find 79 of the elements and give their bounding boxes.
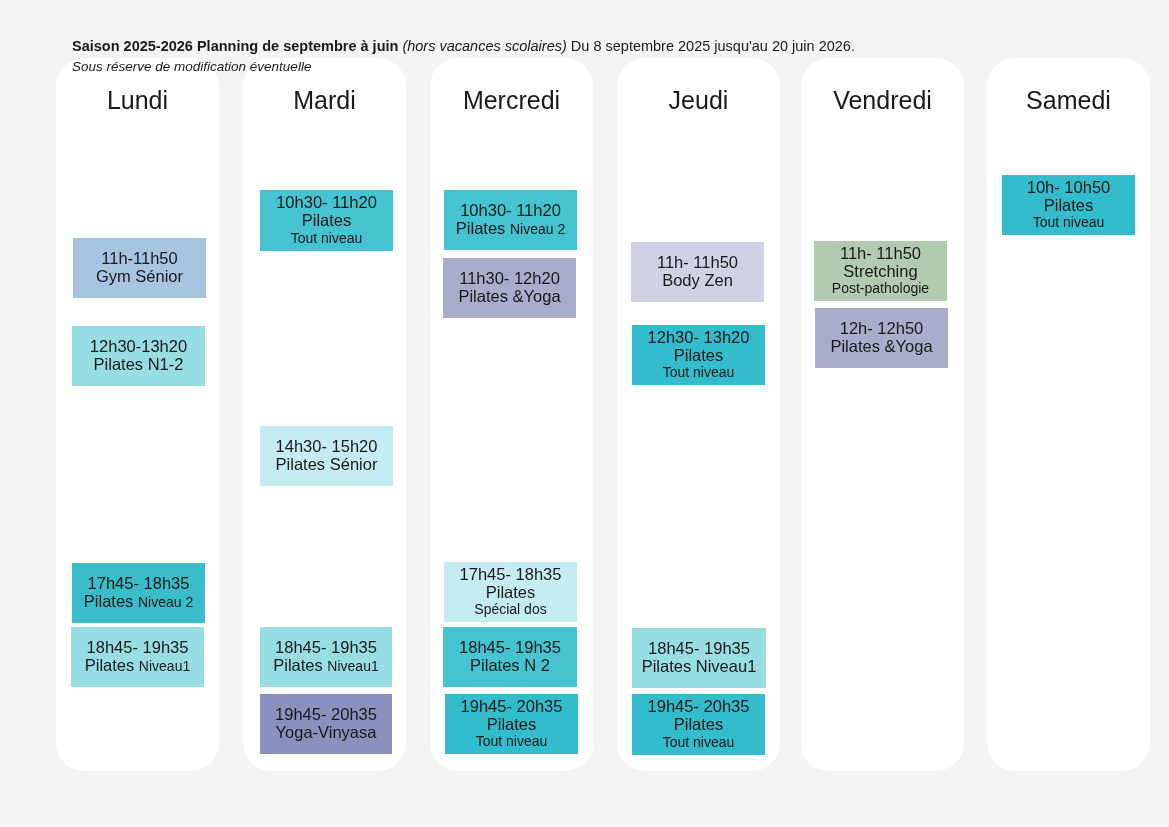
day-heading: Lundi bbox=[106, 86, 169, 115]
class-name: Pilates Niveau1 bbox=[273, 657, 379, 675]
class-time: 18h45- 19h35 bbox=[648, 640, 750, 658]
class-level: Tout niveau bbox=[662, 734, 735, 750]
class-level: Tout niveau bbox=[290, 230, 363, 246]
class-name: Pilates &Yoga bbox=[830, 338, 933, 356]
class-block bbox=[814, 241, 947, 301]
class-block bbox=[72, 326, 205, 386]
day-column bbox=[801, 58, 964, 771]
class-name: Pilates bbox=[673, 716, 724, 734]
class-level: Spécial dos bbox=[474, 602, 547, 618]
class-name: Yoga-Vinyasa bbox=[275, 724, 377, 742]
class-block bbox=[443, 258, 576, 318]
class-time: 18h45- 19h35 bbox=[459, 639, 561, 657]
class-block bbox=[1002, 175, 1135, 235]
class-block bbox=[815, 308, 948, 368]
class-name: Pilates bbox=[301, 212, 352, 230]
class-block bbox=[445, 694, 578, 754]
class-block bbox=[444, 562, 577, 622]
class-name: Pilates &Yoga bbox=[458, 288, 561, 306]
class-name: Pilates N1-2 bbox=[93, 356, 184, 374]
class-time: 10h- 10h50 bbox=[1026, 178, 1111, 197]
class-time: 11h- 11h50 bbox=[656, 254, 738, 272]
class-time: 18h45- 19h35 bbox=[275, 639, 377, 657]
class-name: Pilates Sénior bbox=[275, 456, 378, 474]
class-name: Gym Sénior bbox=[95, 268, 184, 286]
class-time: 19h45- 20h35 bbox=[275, 706, 377, 724]
class-block bbox=[260, 190, 393, 251]
class-name: Body Zen bbox=[662, 272, 733, 290]
day-heading: Mardi bbox=[293, 86, 356, 115]
class-block bbox=[260, 694, 392, 754]
class-time: 17h45- 18h35 bbox=[459, 565, 562, 584]
class-time: 10h30- 11h20 bbox=[460, 202, 561, 220]
day-heading: Samedi bbox=[1026, 86, 1111, 115]
class-name: Pilates Niveau1 bbox=[641, 658, 757, 676]
class-time: 11h-11h50 bbox=[101, 250, 178, 268]
class-block bbox=[260, 627, 392, 687]
page-title: Saison 2025-2026 Planning de septembre à juin (hors vacances scolaires) Du 8 septembre 2025 jusqu'au 20 juin 2026. bbox=[72, 38, 855, 54]
class-level: Tout niveau bbox=[475, 734, 548, 750]
day-heading: Vendredi bbox=[833, 86, 932, 115]
class-name: Pilates Niveau 2 bbox=[83, 593, 194, 611]
class-name: Pilates Niveau1 bbox=[84, 657, 191, 675]
day-heading: Jeudi bbox=[668, 86, 729, 115]
class-time: 10h30- 11h20 bbox=[276, 194, 377, 212]
day-heading: Mercredi bbox=[462, 86, 561, 115]
class-time: 14h30- 15h20 bbox=[275, 438, 378, 456]
class-block bbox=[73, 238, 206, 298]
class-block bbox=[632, 325, 765, 385]
class-time: 12h30-13h20 bbox=[89, 338, 188, 356]
day-column bbox=[987, 58, 1150, 771]
day-column bbox=[617, 58, 780, 771]
class-time: 11h30- 12h20 bbox=[459, 270, 560, 288]
class-time: 12h30- 13h20 bbox=[647, 328, 750, 347]
day-column bbox=[430, 58, 593, 771]
class-time: 12h- 12h50 bbox=[839, 320, 924, 338]
class-name: Pilates Niveau 2 bbox=[455, 220, 566, 238]
class-level: Tout niveau bbox=[662, 365, 735, 381]
class-time: 18h45- 19h35 bbox=[86, 639, 189, 657]
class-level: Post-pathologie bbox=[831, 281, 930, 297]
class-block bbox=[71, 627, 204, 687]
class-block bbox=[260, 426, 393, 486]
class-time: 17h45- 18h35 bbox=[87, 575, 190, 593]
class-time: 19h45- 20h35 bbox=[460, 697, 563, 716]
class-name: Pilates bbox=[1043, 196, 1094, 214]
class-block bbox=[632, 694, 765, 755]
class-name: Pilates bbox=[485, 583, 536, 601]
class-time: 19h45- 20h35 bbox=[647, 698, 750, 716]
class-block bbox=[443, 627, 577, 687]
class-name: Stretching bbox=[843, 262, 918, 280]
class-level: Tout niveau bbox=[1032, 215, 1105, 231]
class-name: Pilates bbox=[486, 715, 537, 733]
class-block bbox=[631, 242, 764, 302]
class-name: Pilates bbox=[673, 346, 724, 364]
class-block bbox=[444, 190, 577, 250]
class-block bbox=[632, 628, 766, 688]
class-block bbox=[72, 563, 205, 623]
class-name: Pilates N 2 bbox=[470, 657, 550, 675]
class-time: 11h- 11h50 bbox=[839, 244, 921, 263]
note-text: Sous réserve de modification éventuelle bbox=[72, 59, 312, 74]
